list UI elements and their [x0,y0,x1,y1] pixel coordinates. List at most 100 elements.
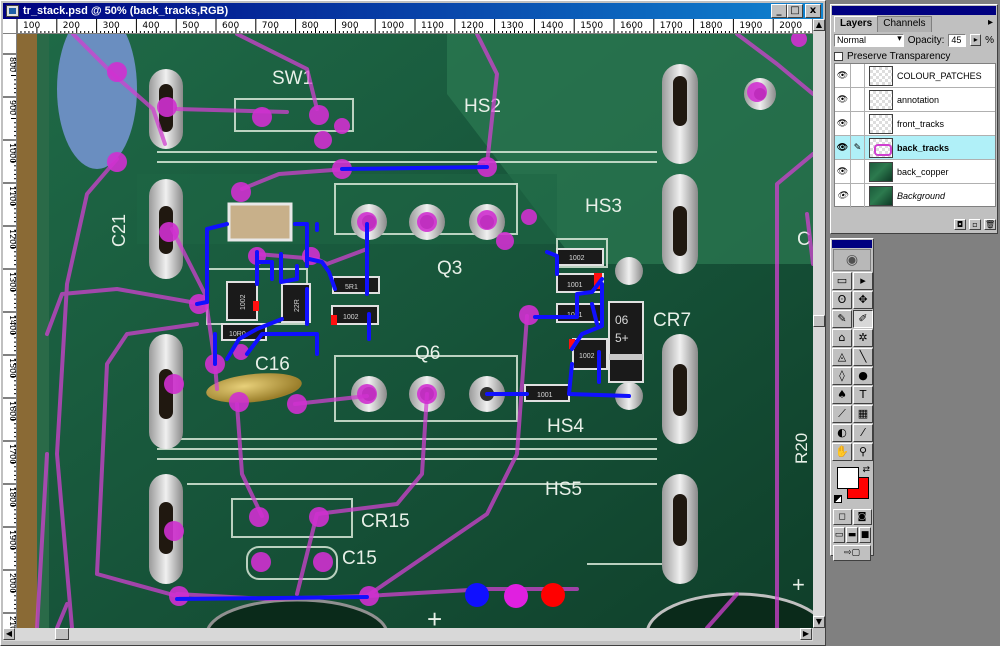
ruler-label: 700 [262,21,279,31]
document-titlebar[interactable]: tr_stack.psd @ 50% (back_tracks,RGB) _ □… [3,3,823,19]
layer-row[interactable]: 👁 COLOUR_PATCHES [835,63,995,88]
image-canvas[interactable]: SW1 HS2 HS3 C21 Q3 CR7 C16 Q6 HS4 HS5 CR… [17,34,813,628]
layer-row[interactable]: 👁 front_tracks [835,111,995,136]
preserve-transparency-checkbox[interactable] [834,51,843,61]
pen-tool-icon[interactable]: ♠ [832,386,852,404]
layer-row[interactable]: 👁 back_copper [835,159,995,184]
scroll-up-button[interactable]: ▲ [813,19,825,31]
eye-logo-icon[interactable]: ◉ [833,249,871,271]
eye-icon[interactable]: 👁 [835,111,851,136]
layer-row-selected[interactable]: 👁 ✎ back_tracks [835,135,995,160]
smd-code: 1002 [569,255,585,262]
eye-icon[interactable]: 👁 [835,135,851,160]
scroll-down-button[interactable]: ▼ [813,616,825,628]
opacity-slider-arrow-icon[interactable]: ▸ [970,34,982,46]
paint-bucket-tool-icon[interactable]: ◐ [832,424,852,442]
trash-icon[interactable]: 🗑 [984,219,996,230]
blur-tool-icon[interactable]: ◊ [832,367,852,385]
eye-icon[interactable]: 👁 [835,159,851,184]
new-layer-icon[interactable]: ▫ [969,219,981,230]
default-colors-icon[interactable] [834,495,842,503]
ruler-label: 800 [302,21,319,31]
silkscreen-labels: SW1 HS2 HS3 C21 Q3 CR7 C16 Q6 HS4 HS5 CR… [109,68,811,628]
eye-icon[interactable]: 👁 [835,184,851,208]
preserve-row: Preserve Transparency [831,48,997,64]
close-button[interactable]: x [805,4,821,18]
full-screen-menu-icon[interactable]: ▬ [846,527,858,543]
ruler-label: 2100 [8,616,17,628]
layer-row[interactable]: 👁 Background [835,184,995,208]
standard-mode-icon[interactable]: ◻ [832,509,852,525]
layer-thumbnail [869,186,893,206]
ruler-label: 2000 [779,21,802,31]
quick-mask-mode-icon[interactable]: ◙ [852,509,872,525]
link-cell[interactable] [851,159,865,184]
scroll-left-button[interactable]: ◀ [3,628,15,640]
foreground-color-swatch[interactable] [837,467,859,489]
link-cell[interactable] [851,184,865,208]
blend-mode-select[interactable]: Normal [834,33,904,47]
measure-tool-icon[interactable]: ⟋ [832,405,852,423]
toolbox-titlebar[interactable] [832,240,872,248]
ruler-label: 1600 [620,21,643,31]
layer-thumbnail [869,161,893,182]
link-cell[interactable] [851,111,865,136]
blue-patch [465,583,489,607]
eye-icon[interactable]: 👁 [835,63,851,88]
move-tool-icon[interactable]: ▸ [853,272,873,290]
palette-menu-arrow-icon[interactable]: ▸ [987,17,993,28]
eye-icon[interactable]: 👁 [835,87,851,112]
smd-code: 06 [615,313,629,327]
scroll-right-button[interactable]: ▶ [800,628,812,640]
tab-channels[interactable]: Channels [877,16,932,32]
ruler-label: 1900 [739,21,762,31]
tab-layers[interactable]: Layers [834,16,879,32]
type-tool-icon[interactable]: T [853,386,873,404]
maximize-button[interactable]: □ [787,4,803,18]
rubber-stamp-tool-icon[interactable]: ⌂ [832,329,852,347]
airbrush-tool-icon[interactable]: ✎ [832,310,852,328]
lasso-tool-icon[interactable]: ʘ [832,291,852,309]
eraser-tool-icon[interactable]: ◬ [832,348,852,366]
history-brush-tool-icon[interactable]: ✲ [853,329,873,347]
layers-palette-titlebar[interactable] [832,6,996,15]
eyedropper-tool-icon[interactable]: ⁄ [853,424,873,442]
burn-tool-icon[interactable]: ● [853,367,873,385]
ruler-origin[interactable] [3,19,17,34]
label-c15: C15 [342,548,377,569]
ruler-label: 800 [8,57,17,72]
ruler-label: 1500 [580,21,603,31]
horizontal-scrollbar[interactable]: ◀ ▶ [3,628,813,641]
layer-mask-icon[interactable]: ◘ [954,219,966,230]
swap-colors-icon[interactable]: ⇄ [862,465,870,475]
paintbrush-tool-icon[interactable]: ✐ [853,310,873,328]
ruler-label: 1200 [461,21,484,31]
paintbrush-icon[interactable]: ✎ [851,135,865,160]
pencil-tool-icon[interactable]: ╲ [853,348,873,366]
ruler-label: 900 [341,21,358,31]
zoom-tool-icon[interactable]: ⚲ [853,443,873,461]
vertical-ruler-ticks: 8009001000110012001300140015001600170018… [3,53,17,628]
full-screen-icon[interactable]: ■ [859,527,871,543]
vertical-scrollbar[interactable]: ▲ ▼ [813,19,825,628]
link-cell[interactable] [851,87,865,112]
horizontal-scroll-thumb[interactable] [55,628,69,640]
layer-row[interactable]: 👁 annotation [835,87,995,112]
ruler-label: 200 [63,21,80,31]
magic-wand-tool-icon[interactable]: ✥ [853,291,873,309]
opacity-label: Opacity: [907,34,945,46]
vertical-scroll-thumb[interactable] [813,315,825,327]
opacity-input[interactable]: 45 [948,33,967,47]
marquee-tool-icon[interactable]: ▭ [832,272,852,290]
gradient-tool-icon[interactable]: ▦ [853,405,873,423]
minimize-button[interactable]: _ [771,4,787,18]
link-cell[interactable] [851,63,865,88]
jump-to-imageready-icon[interactable]: ⇨▢ [833,545,871,561]
ruler-label: 1800 [8,487,17,507]
ruler-label: 1800 [700,21,723,31]
hand-tool-icon[interactable]: ✋ [832,443,852,461]
standard-screen-icon[interactable]: ▭ [833,527,845,543]
mask-mode-row: ◻ ◙ [831,509,873,525]
